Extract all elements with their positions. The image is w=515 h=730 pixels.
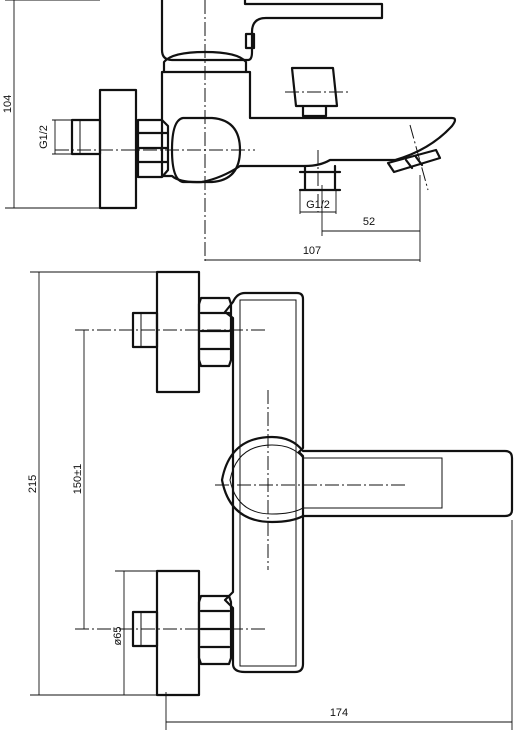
side-round-boss xyxy=(170,116,242,184)
front-body-inner xyxy=(239,299,297,667)
dim-side-height: 104 xyxy=(2,95,14,113)
dim-inlet-thread: G1/2 xyxy=(38,125,50,149)
side-diverter-knob xyxy=(290,66,339,118)
dim-spout-offset: 52 xyxy=(363,216,375,228)
dim-projection: 107 xyxy=(303,245,321,257)
front-lever xyxy=(220,435,514,524)
front-view: 215 150±1 ø65 174 xyxy=(27,270,514,730)
front-lever-inner xyxy=(229,444,443,515)
dim-front-projection: 174 xyxy=(330,707,348,719)
side-hex-nut xyxy=(136,118,170,179)
front-upper-escutcheon xyxy=(155,270,201,394)
side-inlet-pipe xyxy=(70,118,102,156)
side-escutcheon xyxy=(98,88,138,210)
dim-centres: 150±1 xyxy=(72,464,84,495)
front-lower-escutcheon xyxy=(155,569,201,697)
dim-front-height: 215 xyxy=(27,475,39,493)
front-lower-hex-nut xyxy=(197,594,233,666)
front-body xyxy=(223,291,305,674)
side-lever-button xyxy=(244,32,256,50)
dim-outlet-thread: G1/2 xyxy=(306,199,330,211)
side-view: 104 G1/2 G1/2 52 107 xyxy=(2,0,457,262)
side-lever-handle xyxy=(160,0,384,62)
side-outlet xyxy=(298,164,342,192)
dim-rosette-diameter: ø65 xyxy=(112,627,124,646)
front-upper-hex-nut xyxy=(197,296,233,368)
